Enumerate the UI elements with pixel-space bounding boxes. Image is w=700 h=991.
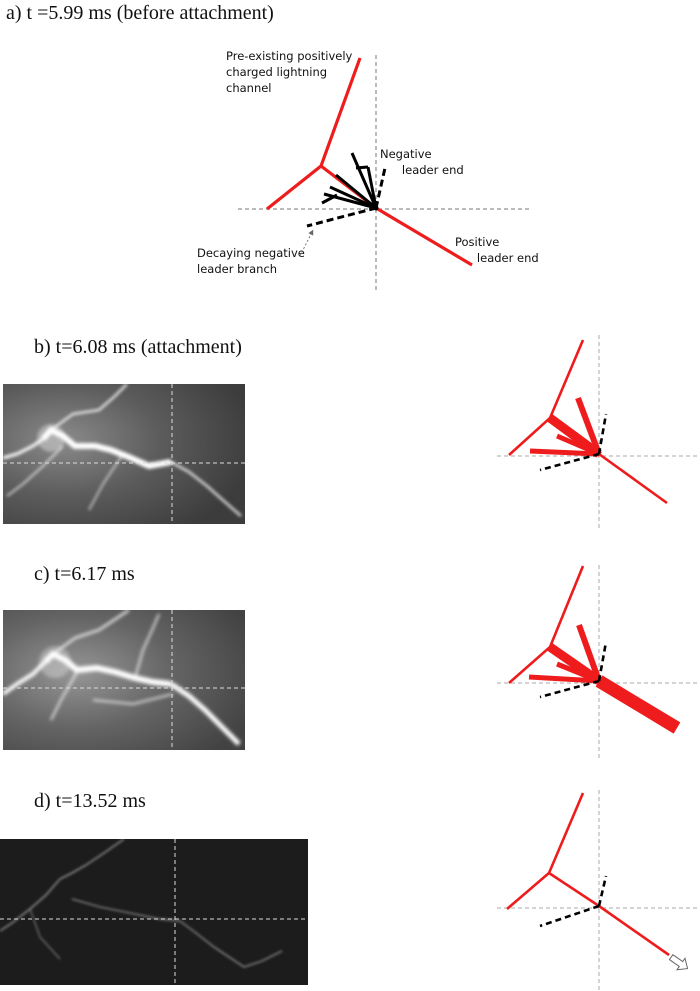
schematic-a-decaying-branch	[306, 206, 377, 228]
schematic-c-branch-up	[576, 623, 602, 683]
photo-c-background	[3, 610, 245, 750]
panel-a-title: a) t =5.99 ms (before attachment)	[6, 2, 274, 24]
schematic-c-decaying-branch	[539, 679, 600, 699]
annotation-decaying-branch: Decaying negative leader branch	[197, 246, 305, 276]
schematic-c-branch-left	[528, 674, 600, 684]
schematic-d-negative-leader-end-dashed	[597, 875, 608, 907]
schematic-d-positive-leader-end	[598, 904, 670, 957]
schematic-b-decaying-branch	[539, 452, 600, 472]
schematic-d	[497, 790, 700, 991]
photo-d-background	[0, 839, 308, 985]
schematic-a	[238, 55, 532, 290]
schematic-b-positive-leader-end	[598, 452, 668, 505]
schematic-b-branch-left	[529, 448, 600, 457]
schematic-a-negative-leader	[321, 152, 378, 210]
schematic-a-positive-leader-end	[375, 206, 473, 267]
panel-d-title: d) t=13.52 ms	[34, 790, 146, 812]
schematic-c-negative-leader-end-dashed	[597, 641, 608, 682]
schematic-d-channel-link	[548, 871, 600, 908]
panel-c-title: c) t=6.17 ms	[34, 563, 135, 585]
schematic-a-branch-pointer-arrow	[299, 229, 314, 257]
photo-panel-d	[0, 839, 308, 985]
panel-b-title: b) t=6.08 ms (attachment)	[34, 336, 242, 358]
schematic-b-branch-mid	[556, 433, 600, 457]
open-arrow-icon	[668, 953, 689, 971]
annotation-pre-existing-channel: Pre-existing positively charged lightnin…	[226, 49, 353, 95]
annotation-positive-leader-end: Positive leader end	[455, 235, 539, 265]
schematic-d-decaying-branch	[539, 904, 600, 928]
schematic-c	[497, 565, 700, 760]
photo-panel-b	[3, 384, 245, 524]
schematic-c-positive-leader-end-thick	[595, 675, 681, 734]
photo-panel-c	[3, 610, 245, 750]
schematic-a-negative-leader-end-dashed	[374, 167, 387, 209]
annotation-negative-leader-end: Negative leader end	[380, 147, 464, 177]
photo-d-lightning	[0, 839, 283, 968]
schematic-b	[497, 335, 700, 530]
schematic-b-branch-up	[575, 396, 602, 456]
schematic-d-positive-channel	[506, 792, 585, 910]
schematic-a-origin-point	[373, 205, 379, 211]
schematic-b-negative-leader-end-dashed	[597, 413, 608, 455]
